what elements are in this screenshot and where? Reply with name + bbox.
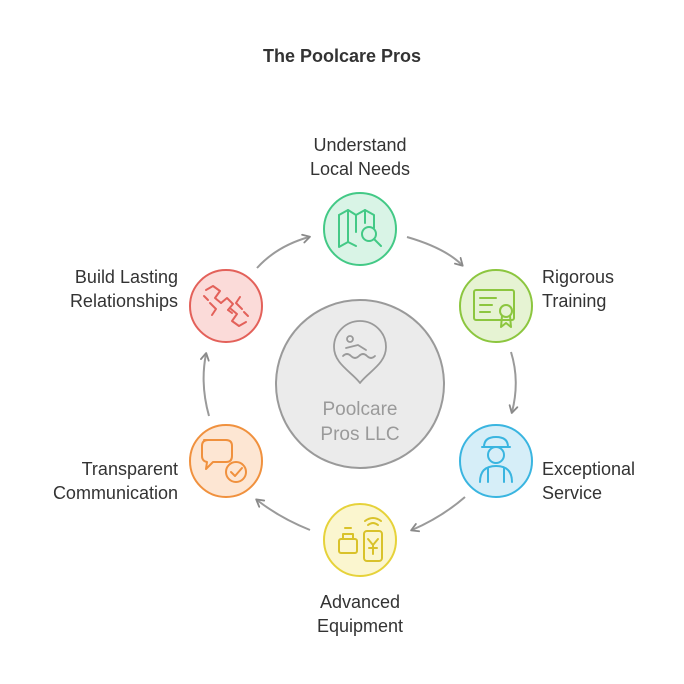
step-exceptional-service	[459, 424, 533, 498]
pos-terminal-icon	[338, 517, 383, 562]
arrow-communication-to-relationships	[200, 352, 210, 417]
arrow-equipment-to-communication	[255, 498, 311, 531]
label-build-lasting-relationships: Build Lasting Relationships	[10, 265, 178, 313]
label-line2: Local Needs	[309, 159, 411, 179]
center-hub	[275, 299, 445, 469]
label-line1: Understand	[313, 135, 407, 155]
label-understand-local-needs: Understand Local Needs	[285, 133, 435, 181]
step-understand-local-needs	[323, 192, 397, 266]
chat-check-icon	[201, 439, 247, 483]
label-line2: Service	[542, 483, 603, 503]
label-exceptional-service: Exceptional Service	[542, 457, 635, 505]
label-line2: Relationships	[69, 291, 178, 311]
map-search-icon	[338, 209, 382, 248]
label-line1: Transparent	[81, 459, 178, 479]
center-label-line1: Poolcare	[322, 399, 398, 420]
label-line2: Equipment	[316, 616, 404, 636]
label-line2: Training	[542, 291, 607, 311]
swimmer-location-pin-icon	[333, 320, 387, 384]
label-line1: Build Lasting	[74, 267, 178, 287]
label-line1: Exceptional	[542, 459, 636, 479]
step-rigorous-training	[459, 269, 533, 343]
technician-icon	[479, 436, 513, 483]
arrow-training-to-service	[508, 351, 519, 414]
handshake-icon	[203, 285, 249, 327]
label-transparent-communication: Transparent Communication	[10, 457, 178, 505]
label-line1: Rigorous	[542, 267, 615, 287]
center-label-line2: Pros LLC	[320, 424, 400, 445]
arrow-service-to-equipment	[410, 496, 466, 533]
arrow-understand-to-training	[406, 236, 464, 267]
step-advanced-equipment	[323, 503, 397, 577]
diagram-title: The Poolcare Pros	[262, 46, 422, 66]
step-build-lasting-relationships	[189, 269, 263, 343]
center-label: Poolcare Pros LLC	[278, 397, 442, 447]
label-advanced-equipment: Advanced Equipment	[285, 590, 435, 638]
arrow-relationships-to-understand	[256, 233, 311, 269]
label-line1: Advanced	[319, 592, 401, 612]
label-rigorous-training: Rigorous Training	[542, 265, 614, 313]
label-line2: Communication	[52, 483, 178, 503]
certificate-icon	[473, 289, 515, 328]
step-transparent-communication	[189, 424, 263, 498]
